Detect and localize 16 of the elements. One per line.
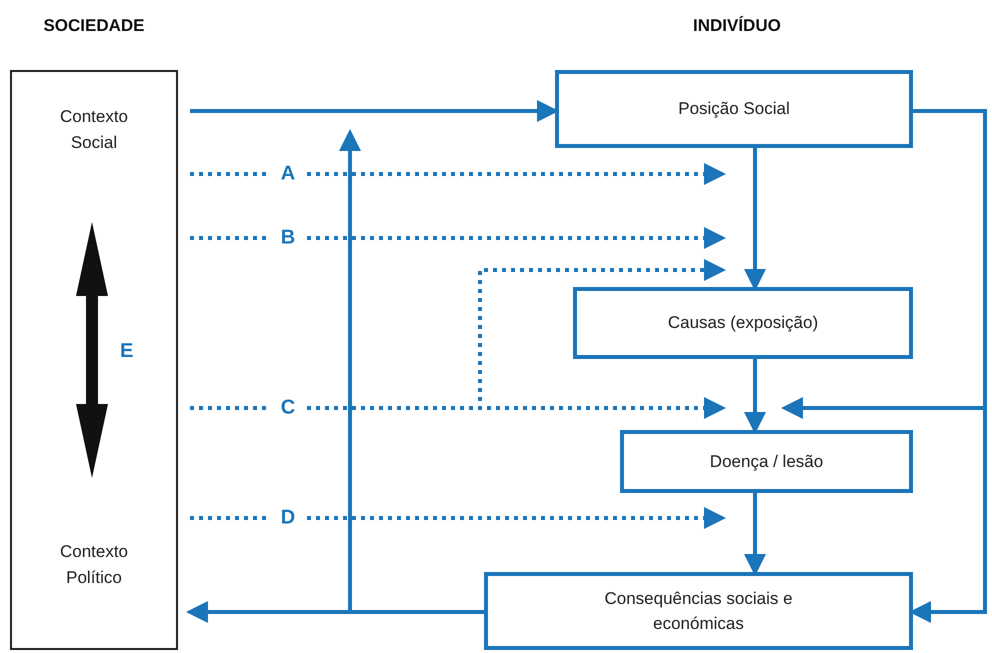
column-heading: SOCIEDADE <box>42 16 146 36</box>
arrow-label: E <box>120 340 134 363</box>
node-text: Posição Social <box>678 98 790 120</box>
dotted-arrow <box>190 507 726 529</box>
dotted-arrow <box>190 163 726 185</box>
process-box <box>573 287 913 359</box>
dotted-arrow <box>190 227 726 249</box>
node-text: Doença / lesão <box>710 450 824 473</box>
node-text: Contexto Político <box>58 541 130 588</box>
column-heading: INDIVÍDUO <box>693 16 781 36</box>
process-box <box>620 430 913 493</box>
process-box <box>555 70 913 148</box>
process-box <box>484 572 913 650</box>
node-text: Contexto Social <box>58 106 130 154</box>
node-text: Consequências sociais e económicas <box>603 588 794 635</box>
node-text: Causas (exposição) <box>668 312 818 334</box>
